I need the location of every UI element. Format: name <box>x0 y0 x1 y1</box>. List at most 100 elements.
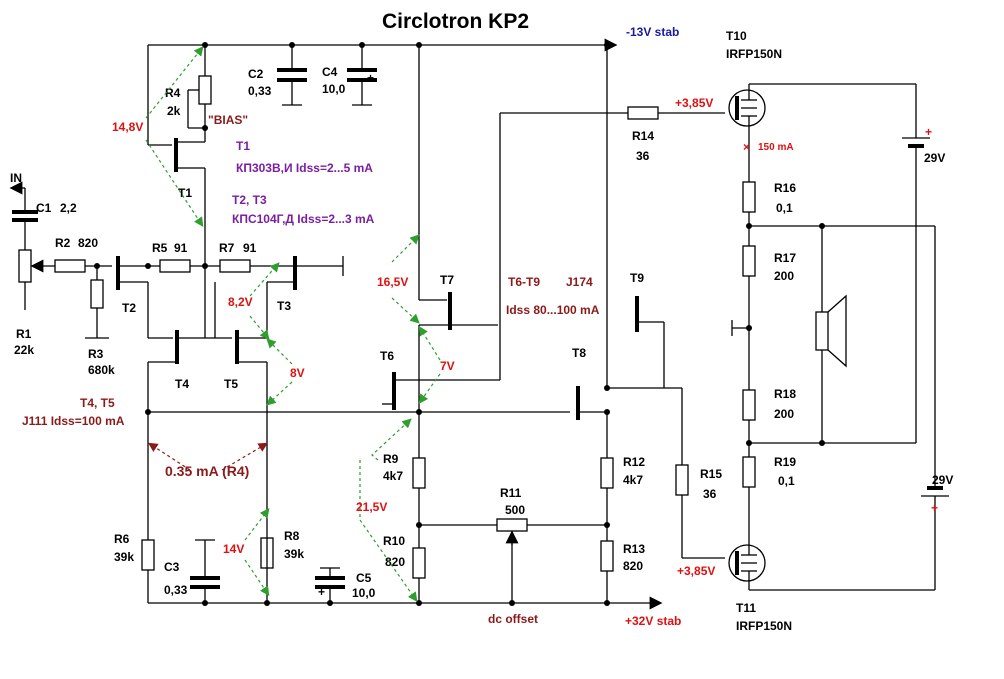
offset-network: R9 4k7 R10 820 R11 500 R12 4k7 R13 820 d… <box>383 412 645 626</box>
r18-value: 200 <box>774 407 794 421</box>
r11-label: R11 <box>500 486 522 500</box>
measure-arrows <box>145 46 441 602</box>
t45-heading: T4, T5 <box>80 396 115 410</box>
r10-label: R10 <box>383 534 405 548</box>
measure-8v: 8V <box>290 366 305 380</box>
measure-150ma-mark: × <box>743 140 750 154</box>
r9-label: R9 <box>383 452 399 466</box>
r13-label: R13 <box>623 542 645 556</box>
j111-description: J111 Idss=100 mA <box>22 414 125 428</box>
r13-value: 820 <box>623 559 643 573</box>
t8-label: T8 <box>572 346 586 360</box>
t5-label: T5 <box>224 377 238 391</box>
input-label: IN <box>10 171 22 185</box>
c4-plus: + <box>367 71 374 85</box>
measure-3-85v-top: +3,85V <box>675 96 713 110</box>
r7-value: 91 <box>243 241 257 255</box>
measure-0-35ma: 0.35 mA (R4) <box>165 463 249 479</box>
capacitor-c3: C3 0,33 <box>164 539 220 603</box>
t11-type: IRFP150N <box>736 619 792 633</box>
t3-label: T3 <box>277 299 291 313</box>
input-pair: R5 91 R7 91 T2 T3 <box>116 241 344 339</box>
r17-value: 200 <box>774 269 794 283</box>
c4-value: 10,0 <box>322 82 346 96</box>
measure-14-8v: 14,8V <box>112 120 143 134</box>
trimmer-r4: R4 2k "BIAS" <box>147 45 248 145</box>
r4-label: R4 <box>165 86 181 100</box>
t1-description: КП303В,И Idss=2...5 mA <box>236 161 373 175</box>
r3-value: 680k <box>88 363 115 377</box>
resistor-r14: R14 36 <box>627 106 725 163</box>
r15-label: R15 <box>700 467 722 481</box>
resistor-r15: R15 36 <box>675 464 725 559</box>
jfet-t1: T1 <box>148 128 206 265</box>
measure-arrows-brown <box>147 442 269 471</box>
t9-label: T9 <box>630 271 644 285</box>
neg-rail-label: -13V stab <box>626 25 679 39</box>
capacitor-c5: + C5 10,0 <box>315 567 376 603</box>
battery-bottom: 29V + <box>916 225 953 591</box>
t1-heading: T1 <box>236 139 250 153</box>
t11-label: T11 <box>736 601 756 615</box>
neg-rail: -13V stab <box>148 25 679 52</box>
t10-label: T10 <box>726 29 747 43</box>
battery-bottom-plus: + <box>931 501 938 515</box>
t4-label: T4 <box>175 377 189 391</box>
r14-value: 36 <box>636 149 650 163</box>
capacitor-c4: C4 10,0 + <box>322 45 377 106</box>
pos-rail: +32V stab <box>148 596 681 628</box>
measure-16-5v: 16,5V <box>377 275 408 289</box>
c2-label: C2 <box>248 67 264 81</box>
c3-label: C3 <box>164 560 180 574</box>
battery-bottom-label: 29V <box>932 473 953 487</box>
pos-rail-label: +32V stab <box>625 614 681 628</box>
r15-value: 36 <box>703 487 717 501</box>
r9-value: 4k7 <box>383 469 403 483</box>
r14-label: R14 <box>632 129 654 143</box>
battery-top-label: 29V <box>924 151 945 165</box>
c2-value: 0,33 <box>248 84 272 98</box>
measure-150ma: 150 mA <box>758 142 794 153</box>
c4-label: C4 <box>322 65 338 79</box>
r12-value: 4k7 <box>623 473 643 487</box>
r8-label: R8 <box>284 529 300 543</box>
r3-label: R3 <box>88 347 104 361</box>
mid-bus: R6 39k <box>114 409 570 603</box>
c1-label: C1 <box>36 201 52 215</box>
r4-value: 2k <box>167 104 181 118</box>
t23-heading: T2, T3 <box>232 193 267 207</box>
r7-label: R7 <box>219 241 235 255</box>
measure-7v: 7V <box>440 359 455 373</box>
jfet-t4-t5: T4 T5 <box>147 266 268 603</box>
capacitor-c2: C2 0,33 <box>248 45 307 106</box>
bias-label: "BIAS" <box>208 113 248 127</box>
title: Circlotron KP2 <box>382 10 529 33</box>
r1-value: 22k <box>14 343 34 357</box>
r2-value: 820 <box>78 236 98 250</box>
r18-label: R18 <box>774 387 796 401</box>
r12-label: R12 <box>623 455 645 469</box>
r1-label: R1 <box>16 327 32 341</box>
r2-label: R2 <box>55 236 71 250</box>
r10-value: 820 <box>385 555 405 569</box>
c5-label: C5 <box>356 571 372 585</box>
c5-plus: + <box>318 585 325 599</box>
r6-value: 39k <box>114 550 134 564</box>
measure-14v: 14V <box>223 542 244 556</box>
t69-description: Idss 80...100 mA <box>506 303 600 317</box>
r8-value: 39k <box>284 547 304 561</box>
measure-8-2v: 8,2V <box>228 295 253 309</box>
j174-label: J174 <box>566 275 593 289</box>
c3-value: 0,33 <box>164 583 188 597</box>
battery-top-plus: + <box>925 125 932 139</box>
measure-21-5v: 21,5V <box>356 500 387 514</box>
battery-top: + 29V <box>902 84 945 443</box>
t7-label: T7 <box>440 273 454 287</box>
r17-label: R17 <box>774 251 796 265</box>
measure-3-85v-bottom: +3,85V <box>677 564 715 578</box>
c1-value: 2,2 <box>60 201 77 215</box>
mosfet-t11: T11 IRFP150N <box>728 487 916 633</box>
r5-label: R5 <box>152 241 168 255</box>
jfet-t6-t7: T7 T6 <box>380 45 628 458</box>
